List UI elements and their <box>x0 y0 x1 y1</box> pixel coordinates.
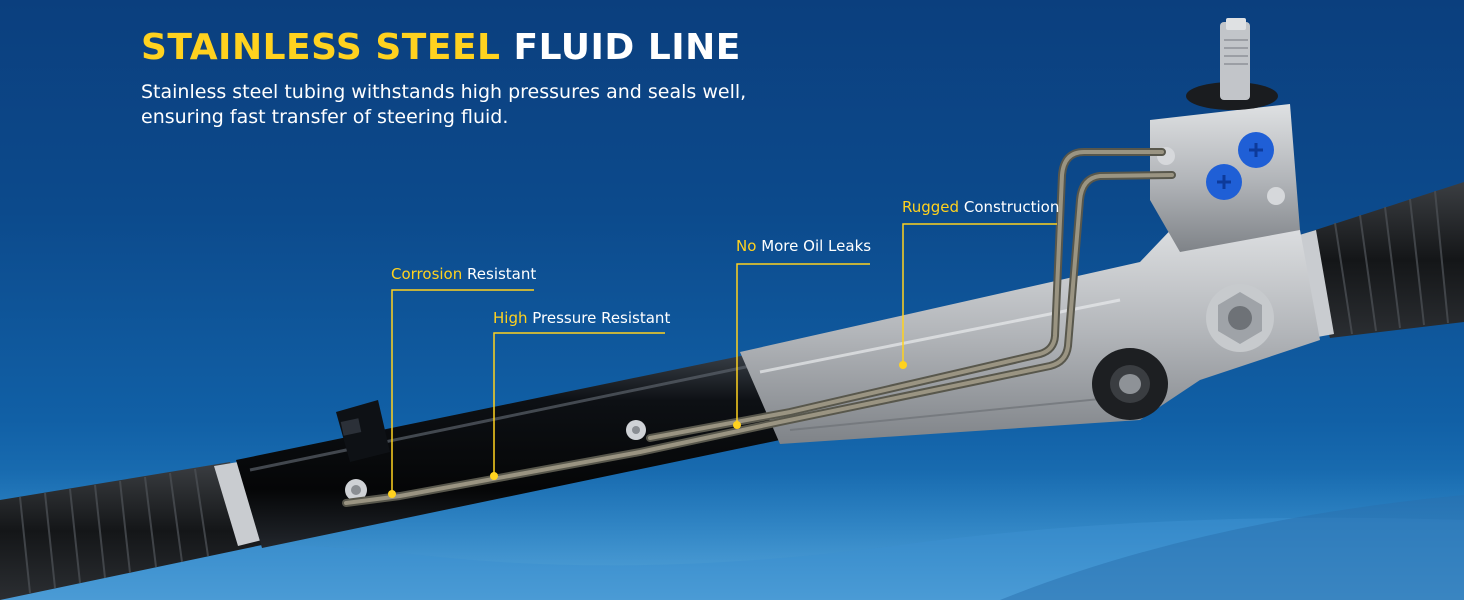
callout-label: Resistant <box>467 265 537 283</box>
headline-highlight: STAINLESS STEEL <box>141 27 501 68</box>
right-boot <box>1296 182 1464 338</box>
callout-highlight: Corrosion <box>391 265 463 283</box>
callout-dots <box>388 361 907 498</box>
callout-corrosion-resistant: Corrosion Resistant <box>391 267 536 282</box>
callout-label: More Oil Leaks <box>761 237 872 255</box>
callout-highlight: Rugged <box>902 198 960 216</box>
description: Stainless steel tubing withstands high p… <box>141 81 747 128</box>
callout-highlight: High <box>493 309 528 327</box>
fluid-line-image <box>342 148 1176 507</box>
callout-label: Pressure Resistant <box>532 309 671 327</box>
callout-no-more-oil-leaks: No More Oil Leaks <box>736 239 871 254</box>
callout-leaders <box>391 223 1057 493</box>
callout-rugged-construction: Rugged Construction <box>902 200 1059 215</box>
callout-highlight: No <box>736 237 757 255</box>
callout-label: Construction <box>963 198 1060 216</box>
left-boot <box>0 462 262 600</box>
callout-high-pressure-resistant: High Pressure Resistant <box>493 311 670 326</box>
headline: STAINLESS STEEL FLUID LINE <box>141 26 741 69</box>
rack-housing <box>740 18 1320 444</box>
headline-rest: FLUID LINE <box>513 27 741 68</box>
